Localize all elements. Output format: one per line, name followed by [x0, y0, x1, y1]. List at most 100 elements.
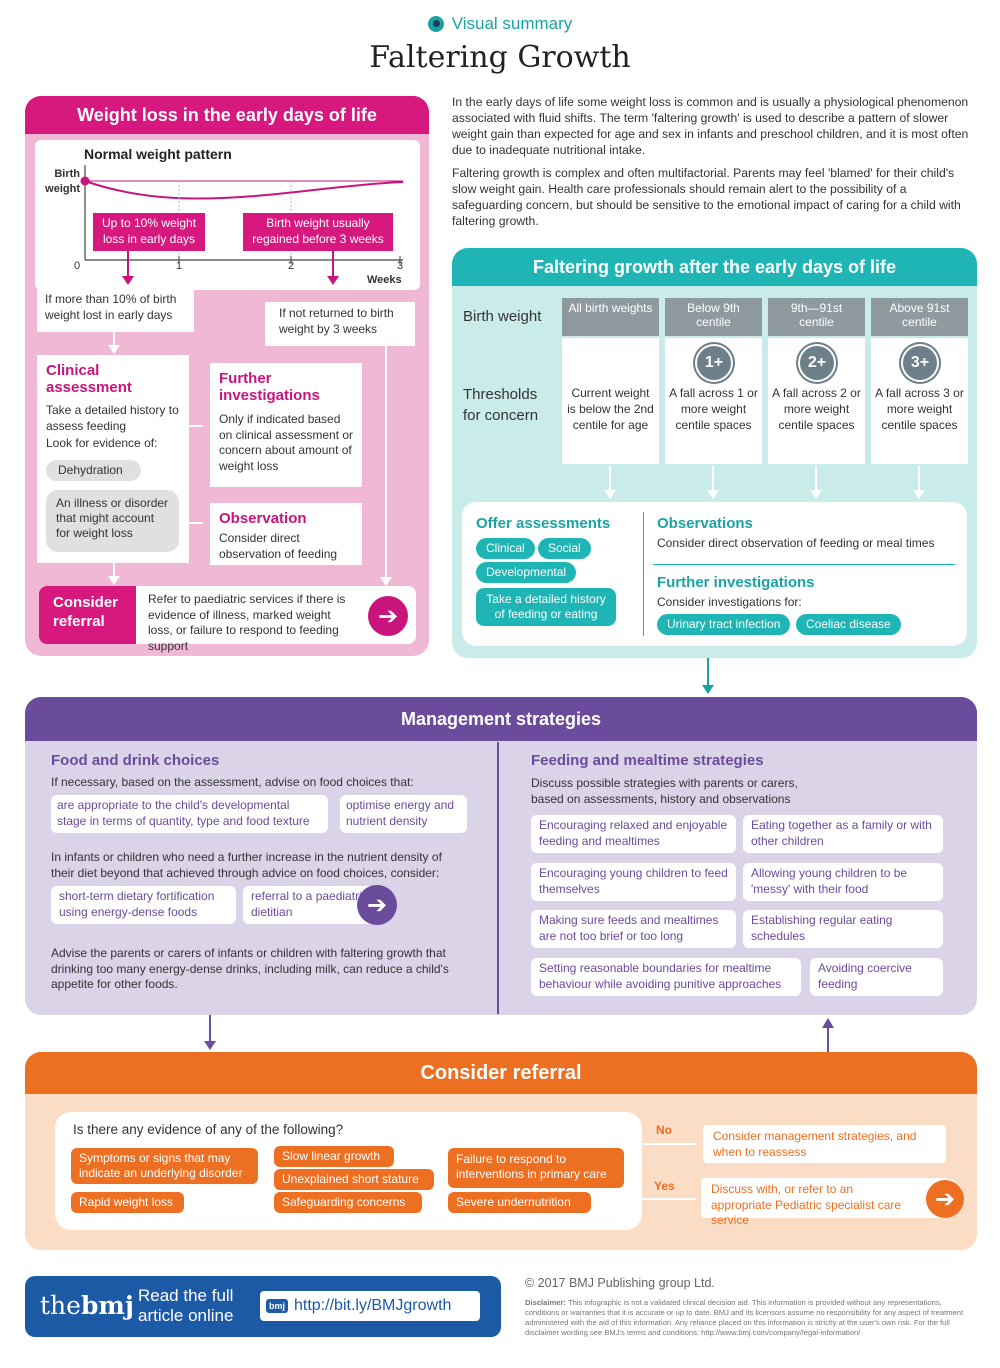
clinical-pill: Clinical	[476, 538, 535, 559]
social-pill: Social	[538, 538, 591, 559]
kicker: Visual summary	[0, 14, 1000, 34]
referral-header: Consider referral	[25, 1052, 977, 1094]
food-title: Food and drink choices	[51, 752, 220, 769]
threshold-badge: 1+	[697, 346, 731, 380]
clinical-assessment-text: Take a detailed history to assess feedin…	[46, 403, 179, 433]
threshold-column-header: Above 91st centile	[871, 298, 968, 336]
referral-item-slow: Slow linear growth	[274, 1146, 394, 1167]
arrow-down-icon	[108, 332, 120, 354]
referral-item-undernutrition: Severe undernutrition	[448, 1192, 591, 1213]
no-outcome: Consider management strategies, and when…	[703, 1125, 946, 1163]
food-para-2: In infants or children who need a furthe…	[51, 850, 442, 880]
developmental-pill: Developmental	[476, 562, 577, 583]
read-full-article: Read the full article online	[138, 1286, 234, 1326]
dehydration-pill: Dehydration	[46, 460, 141, 481]
arrow-down-icon	[327, 251, 339, 285]
further-investigations-box	[210, 363, 362, 487]
chart-birth-weight-label: Birth weight	[45, 168, 80, 196]
referral-item-rapid: Rapid weight loss	[71, 1192, 184, 1213]
food-box-1: are appropriate to the child's developme…	[51, 795, 328, 833]
threshold-badge: 2+	[800, 346, 834, 380]
strategy-item: Eating together as a family or with othe…	[743, 815, 943, 853]
no-label: No	[656, 1123, 672, 1137]
strategy-item: Encouraging relaxed and enjoyable feedin…	[531, 815, 736, 853]
observations-text: Consider direct observation of feeding o…	[657, 536, 935, 550]
disclaimer: Disclaimer: This infographic is not a va…	[525, 1298, 964, 1337]
illness-pill: An illness or disorder that might accoun…	[46, 490, 179, 552]
arrow-up-head	[822, 1018, 834, 1028]
arrow-down-icon	[108, 563, 120, 585]
further-investigations-text: Only if indicated based on clinical asse…	[219, 412, 354, 473]
threshold-badge: 3+	[903, 346, 937, 380]
tick-3: 3	[397, 260, 404, 272]
bmj-link-icon: bmj	[266, 1299, 289, 1313]
threshold-column-header: 9th—91st centile	[768, 298, 865, 336]
eye-icon	[427, 16, 444, 32]
callout-regained: Birth weight usually regained before 3 w…	[243, 213, 393, 251]
offer-assessments-title: Offer assessments	[476, 515, 611, 532]
article-link[interactable]: bmj http://bit.ly/BMJgrowth	[260, 1291, 480, 1321]
feed-title: Feeding and mealtime strategies	[531, 752, 764, 769]
coeliac-pill: Coeliac disease	[796, 614, 901, 635]
observation-text: Consider direct observation of feeding	[219, 531, 338, 561]
arrow-down-icon	[380, 346, 392, 586]
divider	[497, 742, 499, 1014]
chart-title: Normal weight pattern	[84, 146, 232, 162]
investigations-text: Consider investigations for:	[657, 595, 802, 609]
referral-question: Is there any evidence of any of the foll…	[73, 1122, 344, 1137]
observations-title: Observations	[657, 515, 753, 532]
intro-paragraph-1: In the early days of life some weight lo…	[452, 95, 969, 157]
yes-label: Yes	[654, 1179, 675, 1193]
food-intro: If necessary, based on the assessment, a…	[51, 775, 414, 789]
strategy-item: Encouraging young children to feed thems…	[531, 863, 736, 901]
birth-weight-row-label: Birth weight	[463, 308, 542, 325]
weeks-label: Weeks	[367, 274, 402, 286]
article-url[interactable]: http://bit.ly/BMJgrowth	[294, 1297, 452, 1314]
tick-2: 2	[288, 260, 295, 272]
arrow-right-icon	[189, 425, 203, 427]
referral-item-failure: Failure to respond to interventions in p…	[448, 1148, 624, 1188]
callout-up-to-10: Up to 10% weight loss in early days	[93, 213, 205, 251]
arrow-right-icon	[642, 1143, 696, 1145]
early-referral-label: Consider referral	[39, 586, 136, 644]
food-box-2: optimise energy and nutrient density	[340, 795, 467, 833]
threshold-text: A fall across 1 or more weight centile s…	[669, 386, 758, 433]
strategy-item: Establishing regular eating schedules	[743, 910, 943, 948]
detailed-history-pill: Take a detailed history of feeding or ea…	[476, 588, 616, 626]
tick-1: 1	[176, 260, 183, 272]
copyright: © 2017 BMJ Publishing group Ltd.	[525, 1276, 715, 1290]
referral-item-stature: Unexplained short stature	[274, 1169, 434, 1190]
arrow-down-icon	[702, 658, 714, 694]
further-investigations-title: Further investigations	[219, 370, 320, 405]
arrow-down-icon	[122, 251, 134, 285]
arrow-down-icon	[604, 466, 616, 499]
divider	[643, 512, 644, 636]
header: Visual summary Faltering Growth	[0, 14, 1000, 75]
food-box-3: short-term dietary fortification using e…	[51, 886, 236, 924]
early-days-header: Weight loss in the early days of life	[25, 96, 429, 134]
strategy-item: Allowing young children to be 'messy' wi…	[743, 863, 943, 901]
arrow-right-icon	[642, 1198, 696, 1200]
threshold-column-header: All birth weights	[562, 298, 659, 336]
tick-0: 0	[74, 260, 81, 272]
threshold-text: Current weight is below the 2nd centile …	[567, 386, 654, 433]
dietitian-arrow-icon[interactable]: ➔	[357, 885, 397, 925]
strategy-item: Avoiding coercive feeding	[810, 958, 943, 996]
arrow-down-icon	[913, 466, 925, 499]
early-referral-arrow-icon[interactable]: ➔	[368, 596, 408, 636]
specialist-arrow-icon[interactable]: ➔	[926, 1180, 964, 1218]
threshold-column-body	[562, 338, 659, 464]
look-for-label: Look for evidence of:	[46, 436, 158, 450]
thresholds-row-label: Thresholds for concern	[463, 386, 539, 424]
strategy-item: Setting reasonable boundaries for mealti…	[531, 958, 801, 996]
bmj-logo: thebmj	[40, 1291, 134, 1320]
condition-not-returned: If not returned to birth weight by 3 wee…	[265, 302, 415, 346]
strategy-item: Making sure feeds and mealtimes are not …	[531, 910, 736, 948]
intro-paragraph-2: Faltering growth is complex and often mu…	[452, 166, 961, 229]
feed-intro: Discuss possible strategies with parents…	[531, 776, 798, 806]
further-investigations-title-teal: Further investigations	[657, 574, 815, 591]
referral-item-symptoms: Symptoms or signs that may indicate an u…	[71, 1148, 258, 1184]
observation-box	[210, 503, 362, 565]
yes-outcome: Discuss with, or refer to an appropriate…	[701, 1178, 964, 1227]
uti-pill: Urinary tract infection	[657, 614, 791, 635]
